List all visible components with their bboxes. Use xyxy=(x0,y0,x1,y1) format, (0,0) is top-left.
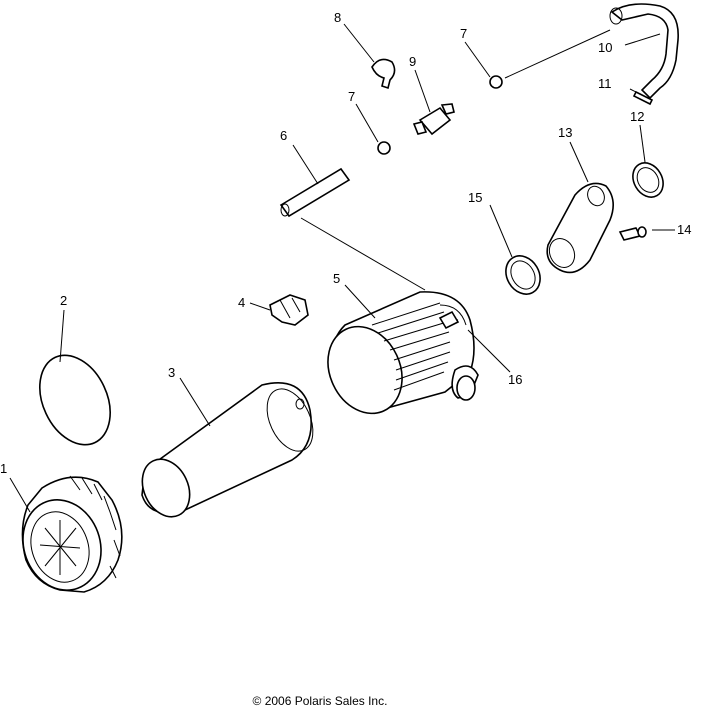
callout-7a: 7 xyxy=(348,89,355,104)
callout-16: 16 xyxy=(508,372,522,387)
callout-7b: 7 xyxy=(460,26,467,41)
callout-10: 10 xyxy=(598,40,612,55)
callout-5: 5 xyxy=(333,271,340,286)
part-9-valve xyxy=(412,103,455,136)
leader-lines xyxy=(9,23,675,513)
part-1-airbox-cover xyxy=(21,475,123,593)
callout-8: 8 xyxy=(334,10,341,25)
part-11-screw xyxy=(632,90,654,106)
part-7a-clip xyxy=(377,141,391,155)
part-4-latch xyxy=(269,294,309,326)
callout-9: 9 xyxy=(409,54,416,69)
part-3-filter-element xyxy=(141,381,314,518)
part-6-tube xyxy=(279,167,351,218)
callout-13: 13 xyxy=(558,125,572,140)
callout-4: 4 xyxy=(238,295,245,310)
callout-3: 3 xyxy=(168,365,175,380)
part-7b-clip xyxy=(489,75,503,89)
part-10-breather-hose xyxy=(609,3,679,100)
callout-1: 1 xyxy=(0,461,7,476)
copyright-notice: © 2006 Polaris Sales Inc. xyxy=(252,694,388,708)
callout-2: 2 xyxy=(60,293,67,308)
part-14-screw xyxy=(618,226,647,241)
part-5-airbox-housing xyxy=(327,291,479,415)
part-8-p-clip xyxy=(371,58,396,90)
callout-12: 12 xyxy=(630,109,644,124)
callout-11: 11 xyxy=(598,76,612,91)
callout-15: 15 xyxy=(468,190,482,205)
callout-6: 6 xyxy=(280,128,287,143)
part-13-inlet-boot xyxy=(546,182,614,274)
part-12-clamp xyxy=(632,162,664,198)
callout-14: 14 xyxy=(677,222,691,237)
part-2-gasket xyxy=(39,354,111,446)
part-16-strap xyxy=(438,310,460,330)
part-15-clamp xyxy=(505,255,541,295)
